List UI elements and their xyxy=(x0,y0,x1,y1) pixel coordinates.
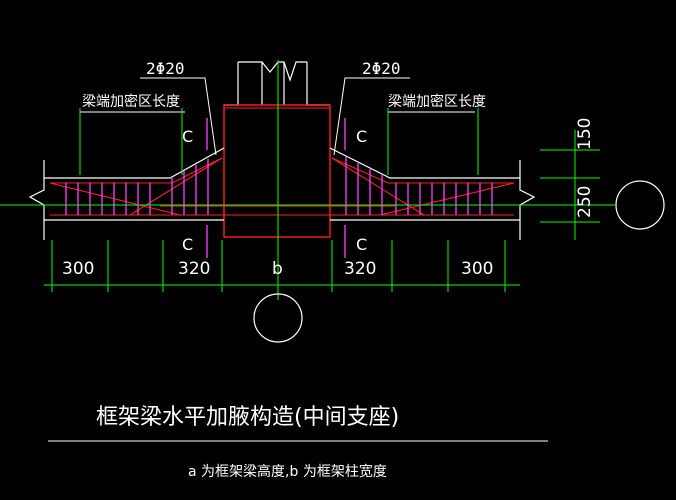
column-core xyxy=(223,104,331,238)
diagram-subtitle: a 为框架梁高度,b 为框架柱宽度 xyxy=(188,463,387,480)
c-label-bottom-right: C xyxy=(356,235,367,254)
dim-300-left: 300 xyxy=(62,259,94,279)
dim-320-right: 320 xyxy=(344,259,376,279)
c-label-top-left: C xyxy=(182,127,193,146)
dim-300-right: 300 xyxy=(461,259,493,279)
dim-b: b xyxy=(272,259,283,279)
rebar-label-left: 2Φ20 xyxy=(146,59,185,78)
leaders xyxy=(80,77,475,156)
c-markers xyxy=(206,118,346,258)
axis-bubble-bottom xyxy=(253,293,303,343)
dimension-line-bottom xyxy=(44,240,520,292)
rebar-label-right: 2Φ20 xyxy=(362,59,401,78)
stirrups xyxy=(65,157,493,215)
c-label-top-right: C xyxy=(356,127,367,146)
dim-320-left: 320 xyxy=(178,259,210,279)
dim-250: 250 xyxy=(575,186,595,218)
c-label-bottom-left: C xyxy=(182,235,193,254)
dimension-line-right xyxy=(540,130,600,240)
zone-label-left: 梁端加密区长度 xyxy=(82,93,180,110)
beam-outline xyxy=(28,147,536,240)
zone-markers xyxy=(79,108,479,175)
axis-bubble-right xyxy=(615,180,665,230)
diagram-title: 框架梁水平加腋构造(中间支座) xyxy=(96,405,399,430)
zone-label-right: 梁端加密区长度 xyxy=(388,93,486,110)
column-outline xyxy=(224,61,330,106)
dim-150: 150 xyxy=(575,118,595,150)
